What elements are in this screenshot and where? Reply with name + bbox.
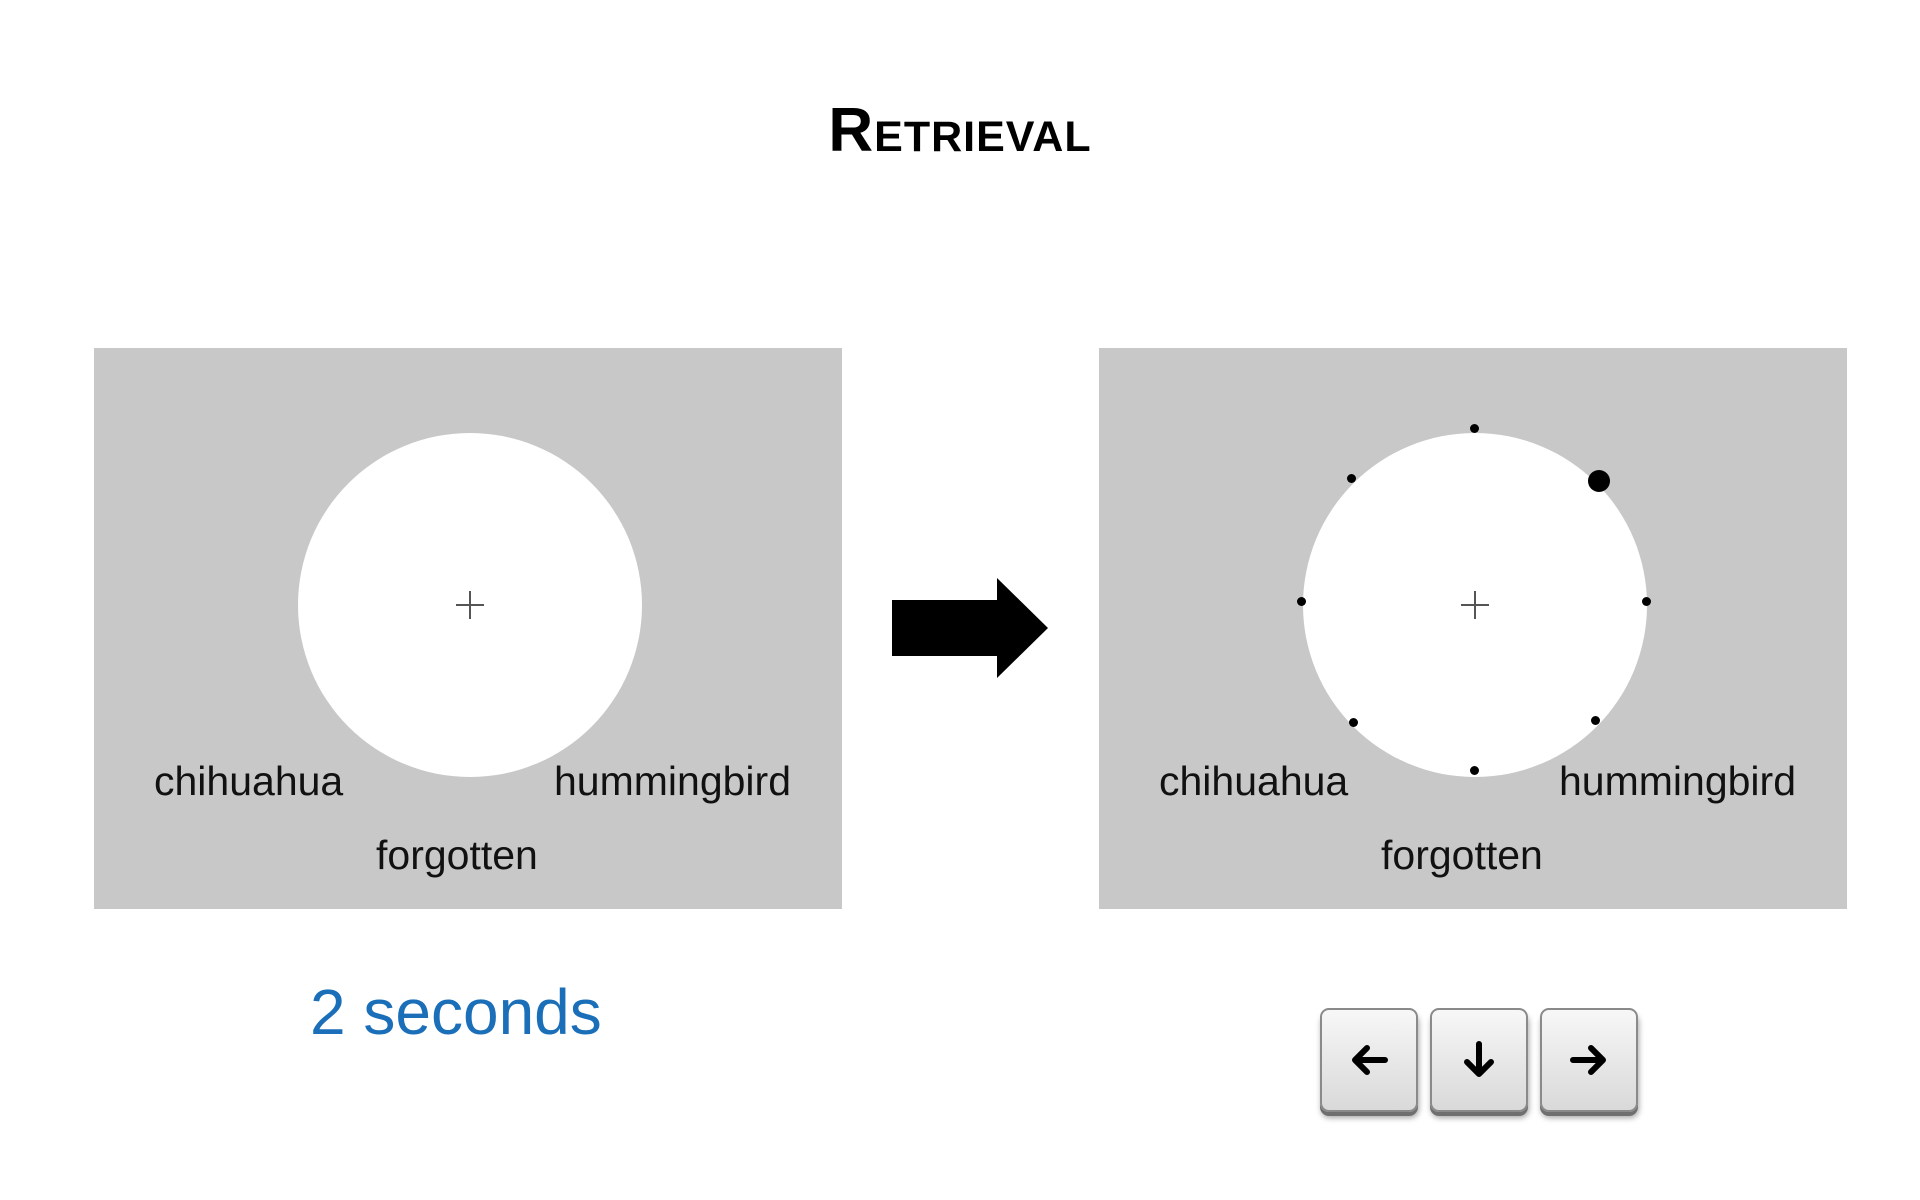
page-title: Retrieval xyxy=(828,96,1092,165)
down-arrow-icon xyxy=(1464,1041,1494,1077)
word-bottom: forgotten xyxy=(1381,832,1543,878)
location-dot-left xyxy=(1297,597,1306,606)
response-keys xyxy=(1320,1008,1638,1112)
down-arrow-key[interactable] xyxy=(1430,1008,1528,1112)
duration-caption: 2 seconds xyxy=(310,976,602,1048)
word-left: chihuahua xyxy=(154,758,344,804)
right-arrow-icon xyxy=(1570,1045,1606,1075)
fixation-cross-icon xyxy=(456,591,484,619)
right-arrow-icon xyxy=(892,578,1048,678)
location-dot-right xyxy=(1642,597,1651,606)
selected-location-dot xyxy=(1588,470,1610,492)
location-dot-bottom-left xyxy=(1349,718,1358,727)
left-arrow-icon xyxy=(1352,1045,1388,1075)
fixation-cross-icon xyxy=(1461,591,1489,619)
word-right: hummingbird xyxy=(554,758,791,804)
location-dot-bottom xyxy=(1470,766,1479,775)
word-bottom: forgotten xyxy=(376,832,538,878)
location-dot-top-left xyxy=(1347,474,1356,483)
word-left: chihuahua xyxy=(1159,758,1349,804)
left-arrow-key[interactable] xyxy=(1320,1008,1418,1112)
right-panel: chihuahua hummingbird forgotten xyxy=(1099,348,1847,909)
right-arrow-key[interactable] xyxy=(1540,1008,1638,1112)
word-right: hummingbird xyxy=(1559,758,1796,804)
left-panel: chihuahua hummingbird forgotten xyxy=(94,348,842,909)
location-dot-bottom-right xyxy=(1591,716,1600,725)
location-dot-top xyxy=(1470,424,1479,433)
